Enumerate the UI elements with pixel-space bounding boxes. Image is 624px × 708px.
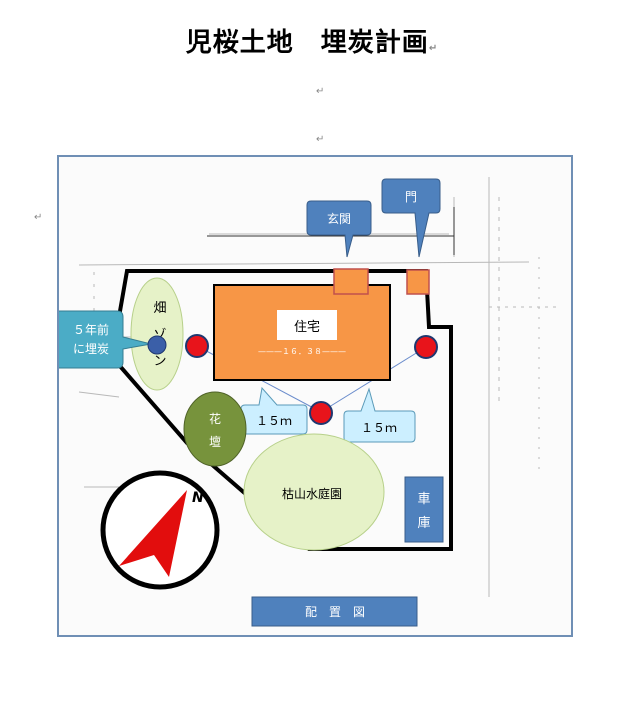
paragraph-mark: ↵ xyxy=(316,134,325,145)
red-marker-right xyxy=(414,335,438,359)
entrance-label: 玄関 xyxy=(327,211,351,226)
house-label-box xyxy=(277,310,337,340)
distance-bubble-right: １５ｍ xyxy=(343,387,416,443)
gate-marker xyxy=(406,269,430,295)
flower-bed-char-1: 花 xyxy=(209,411,221,426)
flower-bed xyxy=(183,391,247,467)
house-label: 住宅 xyxy=(294,320,320,335)
garage-char-1: 車 xyxy=(417,492,430,507)
paragraph-mark: ↵ xyxy=(316,86,325,97)
field-zone-char-1: 畑 xyxy=(153,301,166,316)
paragraph-mark: ↵ xyxy=(34,212,43,223)
red-marker-bottom xyxy=(309,401,333,425)
dry-garden xyxy=(243,433,385,551)
document-title: 児桜土地 埋炭計画↵ xyxy=(185,28,439,58)
red-marker-left xyxy=(185,334,209,358)
gate-callout: 門 xyxy=(381,178,441,258)
compass: N xyxy=(100,470,220,590)
flower-bed-char-2: 壇 xyxy=(209,434,221,449)
five-years-callout: ５年前 に埋炭 xyxy=(59,310,152,369)
five-years-line-2: に埋炭 xyxy=(73,342,109,356)
buried-carbon-marker xyxy=(147,335,167,355)
distance-right-label: １５ｍ xyxy=(361,421,397,435)
garage-block xyxy=(404,476,444,543)
field-zone-char-3: ン xyxy=(153,354,166,369)
layout-figure: 住宅 ———１６．３８——— 玄関 門 畑 ゾ ン ５年前 に埋炭 １５ｍ １５… xyxy=(57,155,573,637)
house-dimension: ———１６．３８——— xyxy=(258,347,346,356)
field-zone xyxy=(130,277,184,391)
distance-left-label: １５ｍ xyxy=(256,414,292,428)
entrance-callout: 玄関 xyxy=(306,200,372,258)
layout-caption: 配 置 図 xyxy=(305,605,365,619)
compass-north-label: N xyxy=(192,490,204,506)
gate-label: 門 xyxy=(405,190,417,204)
compass-needle-icon xyxy=(119,490,187,577)
dry-garden-label: 枯山水庭園 xyxy=(282,486,342,501)
layout-caption-box xyxy=(251,596,418,627)
blueprint-lines xyxy=(78,177,559,597)
garage-char-2: 庫 xyxy=(417,516,430,531)
entrance-marker xyxy=(333,268,369,295)
five-years-line-1: ５年前 xyxy=(73,322,109,337)
distance-bubble-left: １５ｍ xyxy=(240,386,308,435)
